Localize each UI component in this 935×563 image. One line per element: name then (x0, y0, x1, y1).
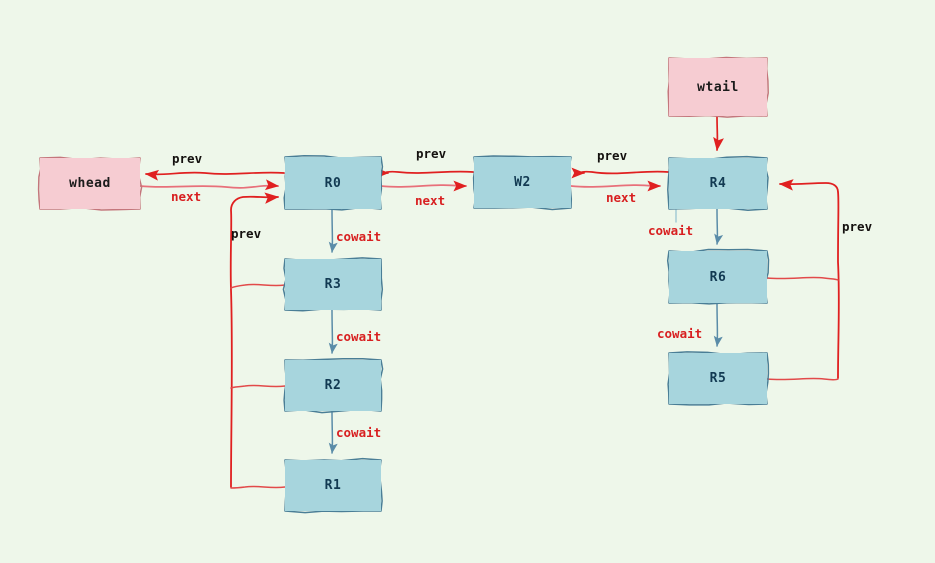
wire-whead-next-R0 (139, 179, 280, 191)
edge-label-next-R0-W2: next (415, 193, 446, 208)
node-outline-wtail (667, 56, 769, 118)
node-R1[interactable]: R1 (285, 460, 381, 511)
node-W2[interactable]: W2 (474, 157, 571, 208)
node-R5[interactable]: R5 (669, 353, 767, 404)
edge-label-next-W2-R4: next (606, 190, 637, 205)
wire-R4-prev-W2 (571, 167, 669, 179)
wire-prev-right-bus (778, 179, 840, 379)
edge-label-prev-right-chain: prev (842, 219, 873, 234)
edge-label-prev-R0-whead: prev (172, 151, 203, 166)
node-R1-label: R1 (324, 478, 342, 493)
node-R4-label: R4 (709, 176, 727, 191)
node-outline-R3 (282, 257, 384, 312)
edge-label-cowait-R2-R1: cowait (336, 425, 382, 440)
node-outline-R2 (283, 357, 384, 414)
edge-label-prev-W2-R0: prev (416, 146, 447, 161)
edge-label-cowait-R6-R5: cowait (657, 326, 703, 341)
wire-R2-prev-join (230, 384, 286, 389)
wire-R6-prev-join (766, 276, 839, 281)
edge-label-cowait-R0-R3: cowait (336, 229, 382, 244)
node-whead-label: whead (69, 176, 111, 191)
wire-R3-prev-join (230, 283, 286, 289)
node-R6[interactable]: R6 (669, 251, 767, 303)
node-outline-R4 (667, 155, 769, 212)
wire-R0-next-W2 (380, 180, 468, 192)
wire-W2-prev-R0 (375, 167, 474, 179)
node-R4[interactable]: R4 (669, 158, 767, 209)
node-R3-label: R3 (324, 277, 342, 292)
node-whead[interactable]: whead (40, 158, 140, 209)
node-R0[interactable]: R0 (285, 157, 381, 209)
wire-R5-prev-join (766, 377, 839, 381)
node-R6-label: R6 (709, 269, 727, 285)
edge-label-next-whead-R0: next (171, 189, 202, 204)
wire-W2-next-R4 (570, 180, 662, 192)
edge-label-prev-R4-W2: prev (597, 148, 628, 163)
wire-R0-prev-whead (144, 169, 285, 181)
node-R5-label: R5 (709, 371, 727, 386)
node-R3[interactable]: R3 (285, 259, 381, 310)
wire-R1-prev-join (230, 485, 286, 489)
node-wtail[interactable]: wtail (669, 58, 767, 116)
wire-prev-left-bus (229, 192, 280, 488)
edge-label-cowait-R4-R6: cowait (648, 223, 694, 238)
node-R0-label: R0 (324, 175, 342, 191)
node-R2-label: R2 (324, 378, 342, 393)
node-wtail-label: wtail (697, 79, 739, 95)
edge-label-cowait-R3-R2: cowait (336, 329, 382, 344)
node-R2[interactable]: R2 (285, 360, 381, 411)
edge-label-prev-left-chain: prev (231, 226, 262, 241)
node-W2-label: W2 (514, 175, 531, 190)
